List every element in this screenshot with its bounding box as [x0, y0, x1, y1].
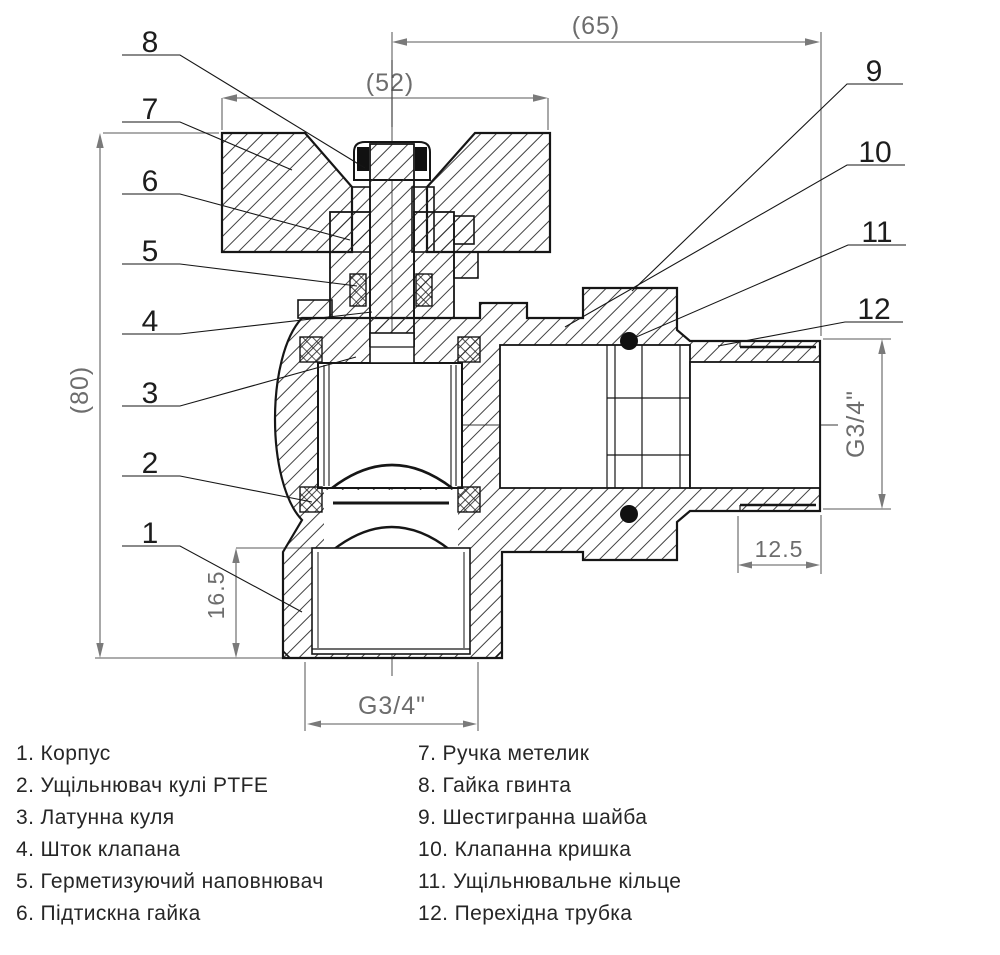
dim-label-handle-width: (52)	[366, 69, 414, 97]
union-interior	[499, 344, 691, 489]
legend-item-8: 8. Гайка гвинта	[418, 774, 572, 797]
ball-bottom-arc	[332, 525, 451, 551]
leader-5	[122, 263, 358, 287]
ball-lower-band	[324, 490, 458, 551]
dim-label-pipe-thread: G3/4"	[842, 390, 870, 458]
packing-right	[415, 273, 433, 307]
bottom-port	[282, 547, 503, 659]
callout-9: 9	[866, 55, 883, 88]
legend-item-5: 5. Герметизуючий наповнювач	[16, 870, 324, 893]
leader-3	[122, 356, 357, 407]
valve-section-drawing: (65) (52) (80) 16.5 G3/4" 12.5 G3/4"	[66, 12, 906, 731]
bonnet-left-flange	[297, 299, 333, 319]
leader-1	[122, 545, 303, 613]
seal-top-right	[457, 336, 481, 363]
stem	[369, 143, 415, 347]
union-joint	[499, 344, 691, 489]
legend-item-7: 7. Ручка метелик	[418, 742, 590, 765]
cavity	[317, 362, 463, 489]
callout-4: 4	[142, 305, 159, 338]
legend-item-10: 10. Клапанна кришка	[418, 838, 632, 861]
o-ring-top	[620, 332, 638, 350]
leader-4	[122, 311, 373, 335]
legend-item-6: 6. Підтискна гайка	[16, 902, 201, 925]
ball-passage-arc	[331, 463, 453, 490]
packing-left	[349, 273, 367, 307]
dim-label-overall-width: (65)	[572, 12, 620, 40]
legend-item-9: 9. Шестигранна шайба	[418, 806, 648, 829]
callout-numbers: 8 7 6 5 4 3 2 1 9 10 11 12	[142, 26, 893, 550]
leader-9	[631, 83, 903, 292]
legend-item-1: 1. Корпус	[16, 742, 111, 765]
callout-5: 5	[142, 235, 159, 268]
seal-bottom-right	[457, 486, 481, 513]
leader-12	[717, 321, 903, 347]
leader-6	[122, 193, 351, 241]
dim-label-overall-height: (80)	[66, 366, 94, 414]
chamfer-right	[494, 650, 503, 659]
callout-leaders	[122, 54, 906, 613]
dimension-labels: (65) (52) (80) 16.5 G3/4" 12.5 G3/4"	[66, 12, 870, 720]
legend-item-3: 3. Латунна куля	[16, 806, 175, 829]
dimension-lines	[95, 32, 891, 731]
dim-overall-height	[95, 132, 282, 659]
dim-label-pipe-thread-length: 12.5	[755, 536, 804, 562]
leader-11	[633, 244, 906, 339]
handle-right-step	[453, 251, 479, 279]
seal-bottom-left	[299, 486, 323, 513]
callout-10: 10	[858, 136, 891, 169]
dim-handle-width	[221, 94, 549, 130]
leader-10	[564, 164, 905, 328]
callout-1: 1	[142, 517, 159, 550]
callout-8: 8	[142, 26, 159, 59]
dim-pipe-thread-length	[737, 516, 820, 573]
dim-overall-width	[391, 32, 822, 574]
chamfer-left	[282, 650, 291, 659]
stem-slot	[369, 332, 415, 364]
seal-top-left	[299, 336, 323, 363]
callout-7: 7	[142, 93, 159, 126]
pipe-interior	[689, 361, 821, 489]
callout-11: 11	[861, 216, 892, 249]
cap-seal-right	[415, 147, 427, 171]
ball-cavity	[317, 332, 463, 490]
legend-column-left: 1. Корпус 2. Ущільнювач кулі PTFE 3. Лат…	[16, 738, 324, 930]
dim-outlet-thread	[304, 662, 479, 731]
adapter-pipe	[689, 341, 821, 511]
callout-3: 3	[142, 377, 159, 410]
leader-2	[122, 475, 313, 503]
dim-label-outlet-depth: 16.5	[203, 571, 229, 620]
port-interior	[311, 547, 471, 655]
o-rings	[620, 332, 638, 523]
stem-assembly	[353, 141, 431, 347]
legend-item-4: 4. Шток клапана	[16, 838, 181, 861]
callout-12: 12	[857, 293, 890, 326]
leader-8	[122, 54, 366, 169]
legend-item-12: 12. Перехідна трубка	[418, 902, 633, 925]
callout-6: 6	[142, 165, 159, 198]
callout-2: 2	[142, 447, 159, 480]
stem-packing	[349, 273, 433, 307]
dim-pipe-thread	[823, 338, 891, 510]
legend-item-2: 2. Ущільнювач кулі PTFE	[16, 774, 269, 797]
dim-label-outlet-thread: G3/4"	[358, 692, 426, 720]
o-ring-bottom	[620, 505, 638, 523]
gland-right-tab	[453, 215, 475, 245]
legend-column-right: 7. Ручка метелик 8. Гайка гвинта 9. Шест…	[418, 738, 681, 930]
ball-seals	[299, 336, 481, 513]
legend-item-11: 11. Ущільнювальне кільце	[418, 870, 682, 893]
leader-7	[122, 121, 293, 171]
